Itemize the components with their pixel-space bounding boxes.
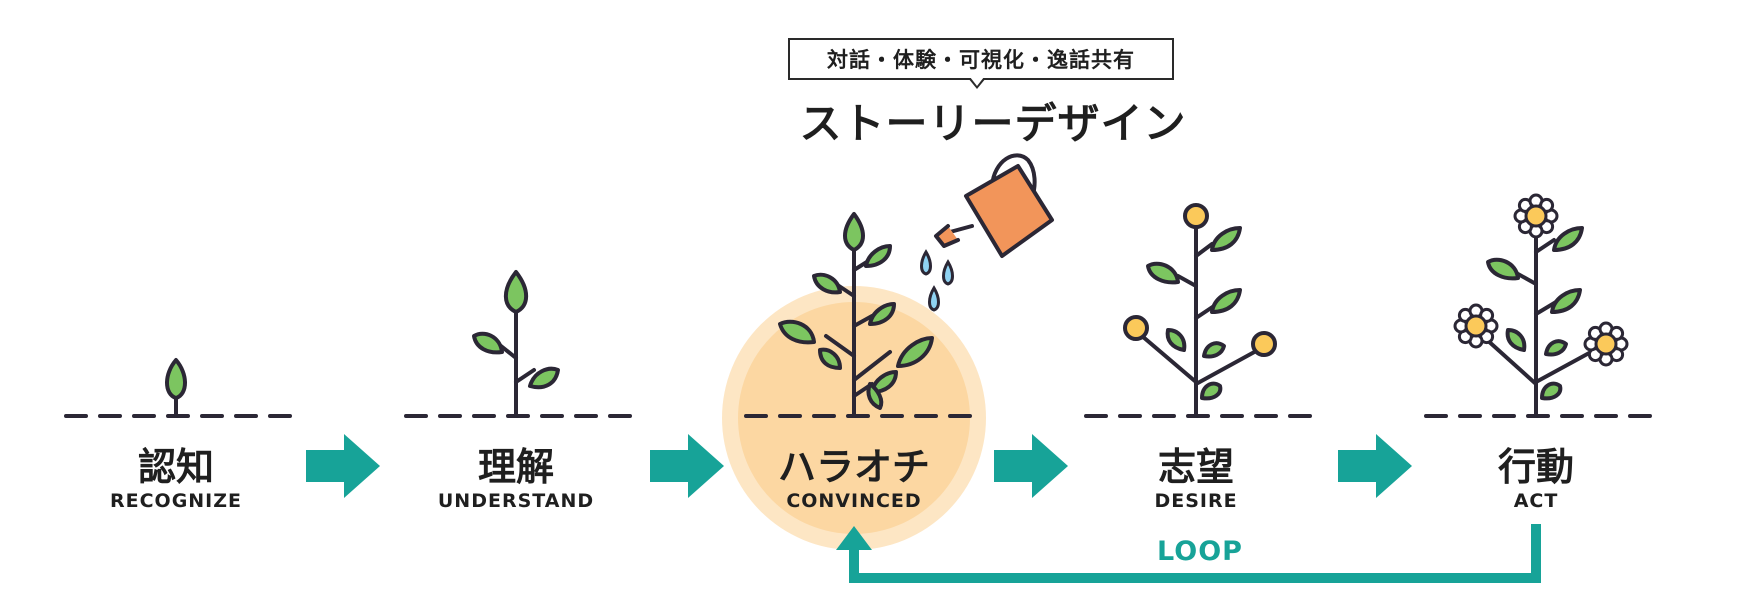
arrow-right-icon: [650, 434, 724, 498]
loop-arrowhead-icon: [836, 526, 872, 550]
flower-icon: [1453, 193, 1629, 367]
watering-can-icon: [934, 153, 1054, 258]
stage-subtitle-understand: UNDERSTAND: [437, 490, 595, 512]
arrow-right-icon: [306, 434, 380, 498]
loop-label: LOOP: [1157, 536, 1243, 567]
stage-subtitle-convinced: CONVINCED: [786, 490, 922, 512]
stage-subtitle-desire: DESIRE: [1154, 490, 1238, 512]
stage-title-recognize: 認知: [137, 445, 214, 489]
seedling-icon: [472, 270, 560, 418]
sprout-icon: [165, 358, 187, 418]
flower-center: [1464, 314, 1488, 338]
stage-title-understand: 理解: [477, 445, 554, 489]
budding-plant-icon: [1123, 203, 1277, 418]
flower-icon: [1583, 321, 1629, 367]
headline: ストーリーデザイン: [799, 99, 1187, 148]
stage-title-act: 行動: [1497, 445, 1574, 489]
flower-center: [1524, 204, 1548, 228]
stage-title-convinced: ハラオチ: [777, 445, 930, 489]
loop-arrow-icon: [849, 524, 1541, 583]
flower-icon: [1513, 193, 1559, 239]
stage-subtitle-act: ACT: [1513, 490, 1559, 512]
arrow-right-icon: [1338, 434, 1412, 498]
growing-plant-icon: [778, 212, 934, 418]
callout-box: 対話・体験・可視化・逸話共有: [788, 38, 1174, 80]
flower-center: [1594, 332, 1618, 356]
callout-tail-inner: [970, 77, 984, 86]
flower-icon: [1453, 303, 1499, 349]
stage-subtitle-recognize: RECOGNIZE: [109, 490, 243, 512]
water-drop-icon: [920, 249, 954, 312]
arrow-right-icon: [994, 434, 1068, 498]
flowering-plant-icon: [1474, 220, 1604, 418]
callout-text: 対話・体験・可視化・逸話共有: [827, 48, 1135, 72]
stage-title-desire: 志望: [1157, 445, 1234, 489]
